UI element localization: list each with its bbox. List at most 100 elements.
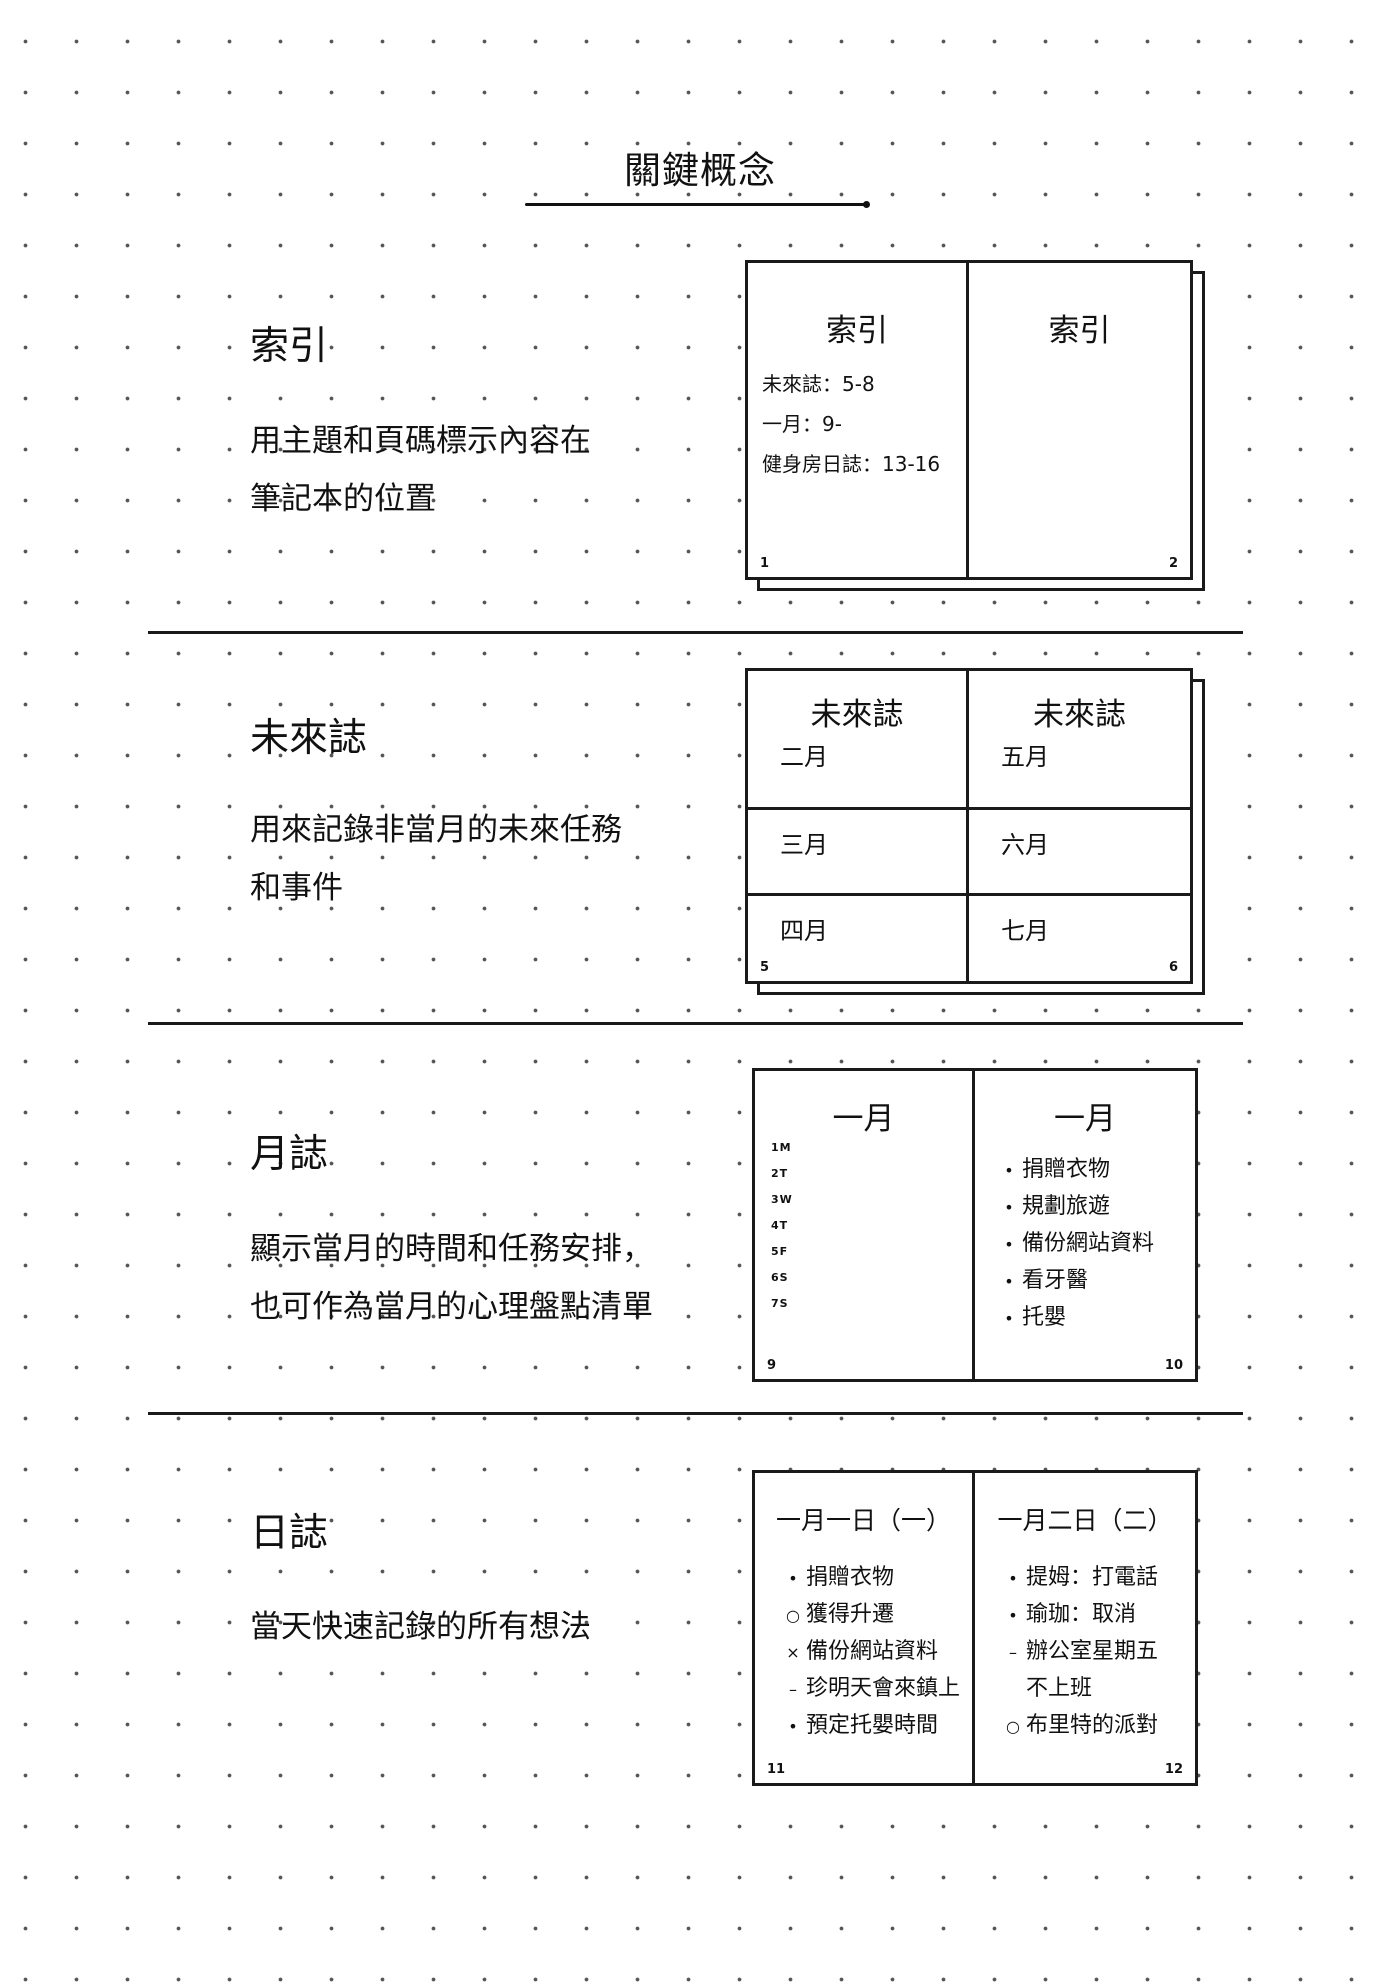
month-label: 二月: [780, 743, 828, 771]
index-heading: 索引: [250, 324, 329, 369]
task-text: 捐贈衣物: [1022, 1157, 1111, 1182]
description-line: 筆記本的位置: [250, 481, 436, 517]
month-label: 七月: [1001, 917, 1049, 945]
future-log-heading: 未來誌: [250, 716, 368, 761]
note-dash-icon: –: [789, 1680, 797, 1699]
month-label: 六月: [1001, 831, 1049, 859]
rapid-log-list: •捐贈衣物 ○ 獲得升遷 × 備份網站資料 –珍明天會來鎮上 • 預定托嬰時間: [783, 1559, 960, 1744]
list-item: 不上班: [1003, 1670, 1158, 1707]
entry-text: 布里特的派對: [1026, 1713, 1159, 1738]
notebook-right-page: 一月 •捐贈衣物 •規劃旅遊 •備份網站資料 •看牙醫 •托嬰 10: [975, 1071, 1195, 1379]
list-item: • 備份網站資料: [999, 1225, 1154, 1262]
notebook-spread: 未來誌 二月 三月 四月 5 未來誌 五月 六月 七月 6: [745, 668, 1193, 984]
page-number: 11: [767, 1762, 786, 1777]
description-line: 顯示當月的時間和任務安排，: [250, 1231, 653, 1267]
bullet-icon: •: [1004, 1272, 1014, 1291]
page-number: 2: [1168, 556, 1178, 571]
page-heading: 一月一日（一）: [775, 1506, 951, 1535]
section-divider: [148, 1412, 1243, 1415]
task-text: 看牙醫: [1022, 1268, 1089, 1293]
month-label: 三月: [780, 831, 828, 859]
month-label: 四月: [780, 917, 828, 945]
task-bullet-icon: •: [1008, 1569, 1018, 1588]
rapid-log-list: • 提姆：打電話 • 瑜珈：取消 –辦公室星期五 不上班 ○ 布里特的派對: [1003, 1559, 1158, 1744]
page-heading: 未來誌: [810, 697, 904, 733]
page-number: 12: [1164, 1762, 1183, 1777]
list-item: –珍明天會來鎮上: [783, 1670, 960, 1707]
notebook-spread: 索引 未來誌：5-8 一月：9- 健身房日誌：13-16 1 索引 2: [745, 260, 1193, 580]
event-circle-icon: ○: [786, 1606, 800, 1625]
monthly-log-heading: 月誌: [250, 1132, 329, 1177]
entry-text: 備份網站資料: [806, 1639, 939, 1664]
page-heading: 未來誌: [1033, 697, 1126, 733]
list-item: ○ 布里特的派對: [1003, 1707, 1158, 1744]
daily-log-description: 當天快速記錄的所有想法: [250, 1598, 591, 1656]
future-log-notebook-illustration: 未來誌 二月 三月 四月 5 未來誌 五月 六月 七月 6: [745, 668, 1205, 995]
section-divider: [148, 631, 1243, 634]
entry-text: 辦公室星期五: [1026, 1639, 1159, 1664]
list-item: ○ 獲得升遷: [783, 1596, 960, 1633]
index-entry: 未來誌：5-8: [762, 372, 875, 396]
list-item: •捐贈衣物: [783, 1559, 960, 1596]
notebook-spread: 一月一日（一） •捐贈衣物 ○獲得升遷 ×備份網站資料 –珍明天會來鎮上 •預定…: [752, 1470, 1198, 1786]
page-number: 6: [1168, 960, 1178, 975]
description-line: 當天快速記錄的所有想法: [250, 1609, 591, 1645]
list-item: • 瑜珈：取消: [1003, 1596, 1158, 1633]
list-item: –辦公室星期五: [1003, 1633, 1158, 1670]
task-bullet-icon: •: [1008, 1606, 1018, 1625]
notebook-right-page: 未來誌 五月 六月 七月 6: [969, 671, 1190, 981]
bullet-icon: •: [1004, 1161, 1014, 1180]
description-line: 用來記錄非當月的未來任務: [250, 812, 622, 848]
completed-x-icon: ×: [786, 1643, 800, 1662]
bullet-icon: •: [1004, 1235, 1014, 1254]
note-dash-icon: –: [1009, 1643, 1017, 1662]
page-number: 1: [760, 556, 770, 571]
notebook-spread: 一月 1M 2T 3W 4T 5F 6S 7S 9 一月 •捐贈衣物 •規劃旅遊…: [752, 1068, 1198, 1382]
task-bullet-icon: •: [788, 1717, 798, 1736]
event-circle-icon: ○: [1006, 1717, 1020, 1736]
page-title: 關鍵概念: [624, 149, 776, 192]
day-code: 4T: [771, 1219, 789, 1232]
entry-text: 瑜珈：取消: [1026, 1602, 1137, 1627]
page-heading: 索引: [1048, 313, 1111, 349]
bullet-icon: •: [1004, 1198, 1014, 1217]
list-item: • 預定托嬰時間: [783, 1707, 960, 1744]
task-list: •捐贈衣物 •規劃旅遊 •備份網站資料 •看牙醫 •托嬰: [999, 1151, 1154, 1336]
row-divider: [748, 893, 1190, 896]
monthly-log-notebook-illustration: 一月 1M 2T 3W 4T 5F 6S 7S 9 一月 •捐贈衣物 •規劃旅遊…: [752, 1068, 1198, 1382]
list-item: •規劃旅遊: [999, 1188, 1154, 1225]
index-entry: 健身房日誌：13-16: [762, 452, 941, 476]
section-divider: [148, 1022, 1243, 1025]
list-item: •托嬰: [999, 1299, 1154, 1336]
task-text: 托嬰: [1022, 1305, 1067, 1330]
page-heading: 一月: [1054, 1101, 1116, 1137]
description-line: 和事件: [250, 870, 343, 906]
day-code: 5F: [771, 1245, 789, 1258]
page-number: 10: [1164, 1358, 1183, 1373]
daily-log-heading: 日誌: [250, 1511, 329, 1556]
entry-text: 珍明天會來鎮上: [806, 1676, 961, 1701]
day-code: 6S: [771, 1271, 789, 1284]
notebook-left-page: 索引 未來誌：5-8 一月：9- 健身房日誌：13-16 1: [748, 263, 969, 577]
list-item: • 提姆：打電話: [1003, 1559, 1158, 1596]
entry-text: 預定托嬰時間: [806, 1713, 939, 1738]
future-log-description: 用來記錄非當月的未來任務 和事件: [250, 801, 622, 917]
day-code: 3W: [771, 1193, 793, 1206]
list-item: × 備份網站資料: [783, 1633, 960, 1670]
page-number: 5: [760, 960, 770, 975]
notebook-right-page: 一月二日（二） •提姆：打電話 •瑜珈：取消 –辦公室星期五 不上班 ○布里特的…: [975, 1473, 1195, 1783]
description-line: 也可作為當月的心理盤點清單: [250, 1289, 653, 1325]
notebook-left-page: 一月一日（一） •捐贈衣物 ○ 獲得升遷 × 備份網站資料 –珍明天會來鎮上 • 預定…: [755, 1473, 975, 1783]
notebook-left-page: 未來誌 二月 三月 四月 5: [748, 671, 969, 981]
month-label: 五月: [1001, 743, 1049, 771]
entry-text: 提姆：打電話: [1026, 1565, 1159, 1590]
row-divider: [748, 807, 1190, 810]
index-notebook-illustration: 索引 未來誌：5-8 一月：9- 健身房日誌：13-16 1 索引 2: [745, 260, 1205, 591]
page-heading: 一月: [832, 1101, 895, 1137]
list-item: • 捐贈衣物: [999, 1151, 1154, 1188]
day-code: 1M: [771, 1141, 792, 1154]
entry-text: 獲得升遷: [806, 1602, 895, 1627]
task-text: 備份網站資料: [1022, 1231, 1155, 1256]
index-description: 用主題和頁碼標示內容在 筆記本的位置: [250, 412, 591, 528]
page-heading: 索引: [826, 313, 888, 349]
